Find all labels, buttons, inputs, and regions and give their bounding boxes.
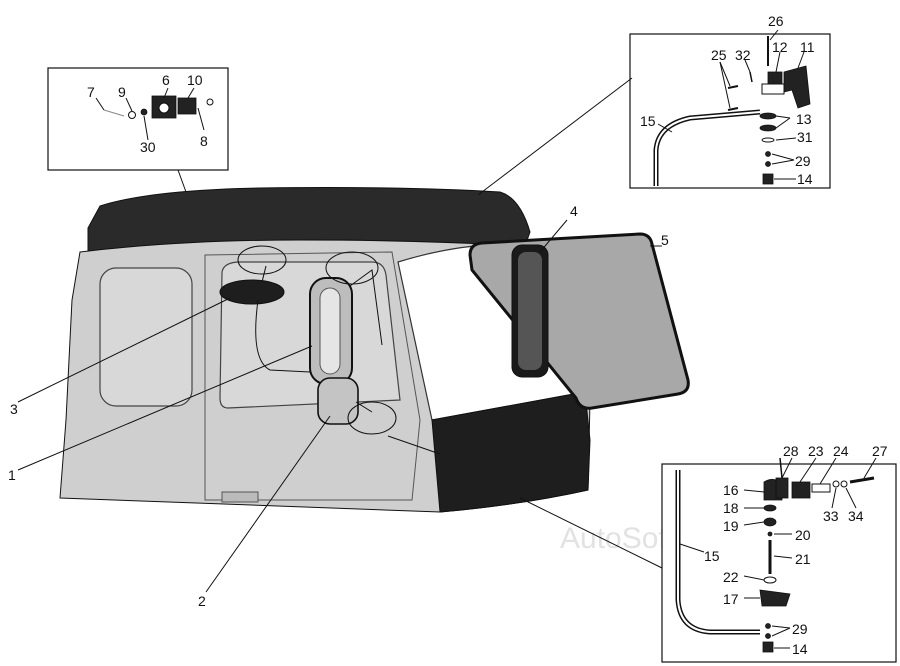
callout-7: 7 — [87, 84, 95, 100]
callout-21: 21 — [795, 551, 811, 567]
detail-circle-roof-right — [325, 251, 379, 285]
callout-19: 19 — [723, 518, 739, 534]
detail-circle-lower — [347, 401, 397, 435]
callout-22: 22 — [723, 569, 739, 585]
callout-29a: 29 — [795, 153, 811, 169]
callout-33: 33 — [823, 508, 839, 524]
detail-box-top-left — [47, 67, 229, 193]
callout-15a: 15 — [640, 113, 656, 129]
callout-25: 25 — [711, 47, 727, 63]
callout-16: 16 — [723, 482, 739, 498]
callout-14a: 14 — [797, 171, 813, 187]
callout-14b: 14 — [792, 641, 808, 657]
callout-32: 32 — [735, 47, 751, 63]
callout-10: 10 — [187, 72, 203, 88]
callout-34: 34 — [848, 508, 864, 524]
callout-30: 30 — [140, 139, 156, 155]
callout-29b: 29 — [792, 621, 808, 637]
callout-2: 2 — [198, 593, 206, 609]
truck-cab — [59, 187, 591, 513]
cab-side-window-left — [99, 267, 193, 407]
callout-5: 5 — [661, 232, 669, 248]
callout-9: 9 — [118, 84, 126, 100]
callout-8: 8 — [200, 133, 208, 149]
detail-box-top-right — [477, 29, 831, 196]
callout-4: 4 — [570, 203, 578, 219]
callout-18: 18 — [723, 500, 739, 516]
callout-11: 11 — [800, 39, 815, 55]
callout-15b: 15 — [704, 548, 720, 564]
callout-20: 20 — [795, 527, 811, 543]
callout-6: 6 — [162, 72, 170, 88]
main-leader-lines — [17, 219, 662, 593]
cab-front-panel — [431, 391, 591, 513]
callout-24: 24 — [833, 443, 849, 459]
callout-12: 12 — [772, 39, 788, 55]
watermark: AutoSoft — [560, 522, 676, 555]
callout-labels: 1 2 3 4 5 6 7 8 9 10 11 12 13 14 14 15 1… — [8, 13, 888, 657]
callout-1: 1 — [8, 467, 16, 483]
detail-circle-roof-left — [237, 245, 287, 275]
callout-28: 28 — [783, 443, 799, 459]
detail-box-bottom-right — [519, 457, 897, 663]
callout-3: 3 — [10, 401, 18, 417]
side-mirror-lower — [317, 377, 373, 425]
callout-26: 26 — [768, 13, 784, 29]
callout-23: 23 — [808, 443, 824, 459]
door-handle — [221, 491, 259, 503]
callout-17: 17 — [723, 591, 739, 607]
windshield-mirror — [511, 244, 549, 378]
callout-31: 31 — [797, 129, 813, 145]
callout-13: 13 — [796, 111, 812, 127]
side-mirror-main — [309, 269, 383, 385]
callout-27: 27 — [872, 443, 888, 459]
